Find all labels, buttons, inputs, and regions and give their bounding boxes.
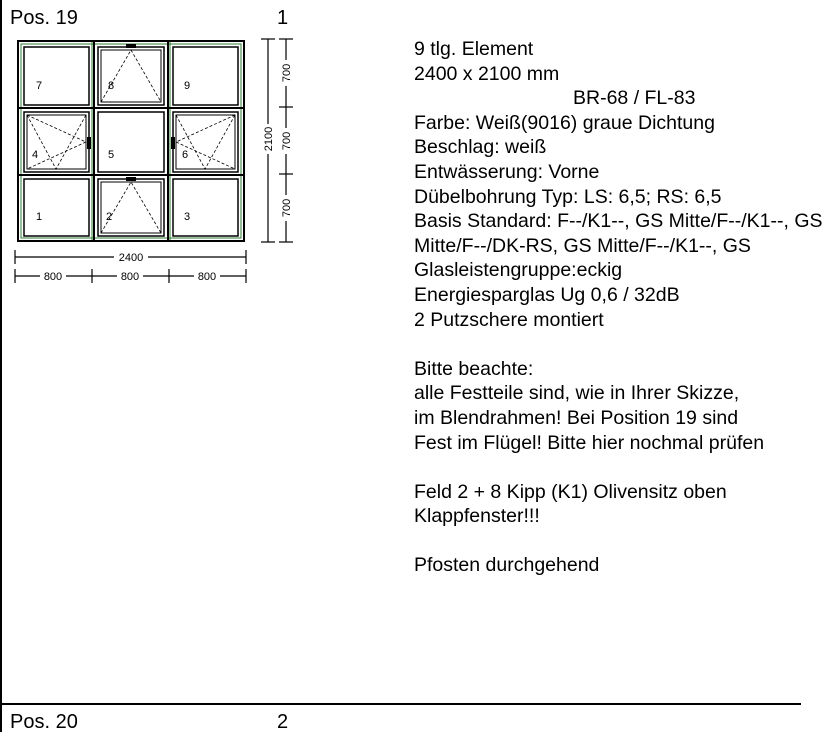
height-total: 2100 [263, 127, 275, 151]
desc-line: alle Festteile sind, wie in Ihrer Skizze… [414, 382, 740, 405]
position-number-next: 2 [277, 711, 289, 733]
pane-7 [23, 46, 90, 106]
pane-number: 8 [108, 80, 114, 92]
pane-number: 1 [36, 211, 42, 223]
desc-line: Mitte/F--/DK-RS, GS Mitte/F--/K1--, GS [414, 234, 751, 257]
desc-line [414, 455, 801, 480]
position-label: Pos. 19 [10, 7, 78, 29]
pane-5 [97, 111, 165, 173]
desc-line: Pfosten durchgehend [414, 554, 600, 577]
pane-number: 6 [182, 149, 188, 161]
desc-line: Bitte beachte: [414, 357, 534, 380]
pane-number: 3 [184, 211, 190, 223]
desc-line: Dübelbohrung Typ: LS: 6,5; RS: 6,5 [414, 185, 722, 208]
window-drawing: 7 8 9 4 5 6 1 2 3 2400 800 800 800 2100 [14, 38, 293, 283]
width-part: 800 [44, 271, 62, 283]
width-total: 2400 [119, 252, 143, 264]
desc-line: Feld 2 + 8 Kipp (K1) Olivensitz oben [414, 480, 727, 503]
height-part: 700 [281, 64, 293, 82]
element-description: 9 tlg. Element 2400 x 2100 mm BR-68 / FL… [414, 37, 823, 578]
pane-9 [172, 46, 239, 106]
pane-number: 7 [36, 80, 42, 92]
width-part: 800 [198, 271, 216, 283]
desc-line: Glasleistengruppe:eckig [414, 259, 623, 282]
desc-line: 2400 x 2100 mm [414, 62, 560, 85]
desc-line: im Blendrahmen! Bei Position 19 sind [414, 406, 739, 429]
desc-line: Fest im Flügel! Bitte hier nochmal prüfe… [414, 431, 765, 454]
pane-number: 9 [184, 80, 190, 92]
pane-4 [23, 111, 91, 173]
pane-number: 5 [108, 149, 114, 161]
desc-line: 9 tlg. Element [414, 38, 534, 60]
desc-line: 2 Putzschere montiert [414, 308, 604, 331]
height-part: 700 [281, 199, 293, 217]
pane-number: 4 [32, 149, 38, 161]
desc-line: Klappfenster!!! [414, 505, 540, 528]
desc-line: Energiesparglas Ug 0,6 / 32dB [414, 283, 680, 306]
pane-1 [23, 178, 90, 237]
desc-line: Basis Standard: F--/K1--, GS Mitte/F--/K… [414, 210, 823, 233]
width-part: 800 [121, 271, 139, 283]
pane-number: 2 [106, 211, 112, 223]
desc-line: Farbe: Weiß(9016) graue Dichtung [414, 111, 715, 134]
height-part: 700 [281, 132, 293, 150]
desc-line [414, 529, 801, 554]
desc-line: Entwässerung: Vorne [414, 160, 600, 183]
pane-2 [97, 177, 165, 237]
desc-line [414, 332, 801, 357]
pane-3 [172, 178, 239, 237]
position-label-next: Pos. 20 [10, 711, 78, 733]
desc-line: BR-68 / FL-83 [573, 87, 696, 110]
left-border [0, 0, 2, 732]
divider-top-pos20 [0, 703, 801, 705]
position-number: 1 [277, 7, 289, 29]
pane-6 [171, 111, 239, 173]
pane-8 [97, 44, 165, 106]
outer-frame [17, 40, 245, 242]
desc-line: Beschlag: weiß [414, 136, 547, 159]
